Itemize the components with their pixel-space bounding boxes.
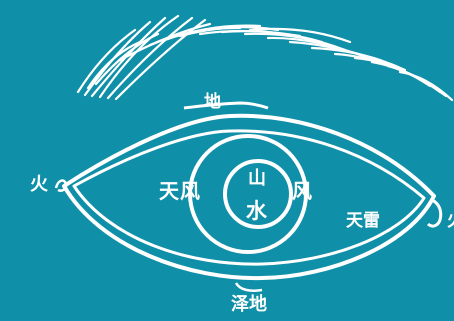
eyebrow-stroke [248,27,352,44]
label-far-right: 火 [447,212,454,230]
eyebrow-stroke [353,56,432,88]
top-label-leader [183,101,269,110]
label-iris-left: 天风 [159,179,201,203]
eyebrow-stroke [76,28,137,94]
eyebrow-stroke [310,46,407,72]
bottom-label-leader [234,282,263,292]
outer-eyelid-outline [62,113,436,281]
eyebrow-stroke [398,70,454,102]
right-corner-bracket [426,198,443,228]
label-iris-right: 风 [292,179,312,203]
eyebrow-stroke [98,14,180,99]
eyebrow-stroke [370,60,442,94]
eyebrow-stroke [83,20,152,97]
eyebrow-stroke [90,16,167,98]
eyebrow-stroke [106,16,194,100]
pupil-circle [223,159,293,229]
label-left-corner: 火 [30,174,48,195]
label-pupil-bottom: 水 [246,199,267,223]
label-top: 地 [204,92,221,112]
label-lower-right: 天雷 [346,211,380,231]
eyebrow-stroke [333,52,420,80]
eyebrow-strokes [76,14,454,102]
left-corner-loop [54,179,68,192]
inner-eyelid-outline [72,129,426,266]
eyebrow-stroke [86,40,142,90]
label-pupil-top: 山 [248,168,266,189]
eyebrow-stroke [386,64,448,98]
eyebrow-stroke [94,32,160,86]
iris-circle [188,134,308,254]
label-bottom: 泽地 [231,294,267,315]
eyebrow-stroke [163,24,262,42]
